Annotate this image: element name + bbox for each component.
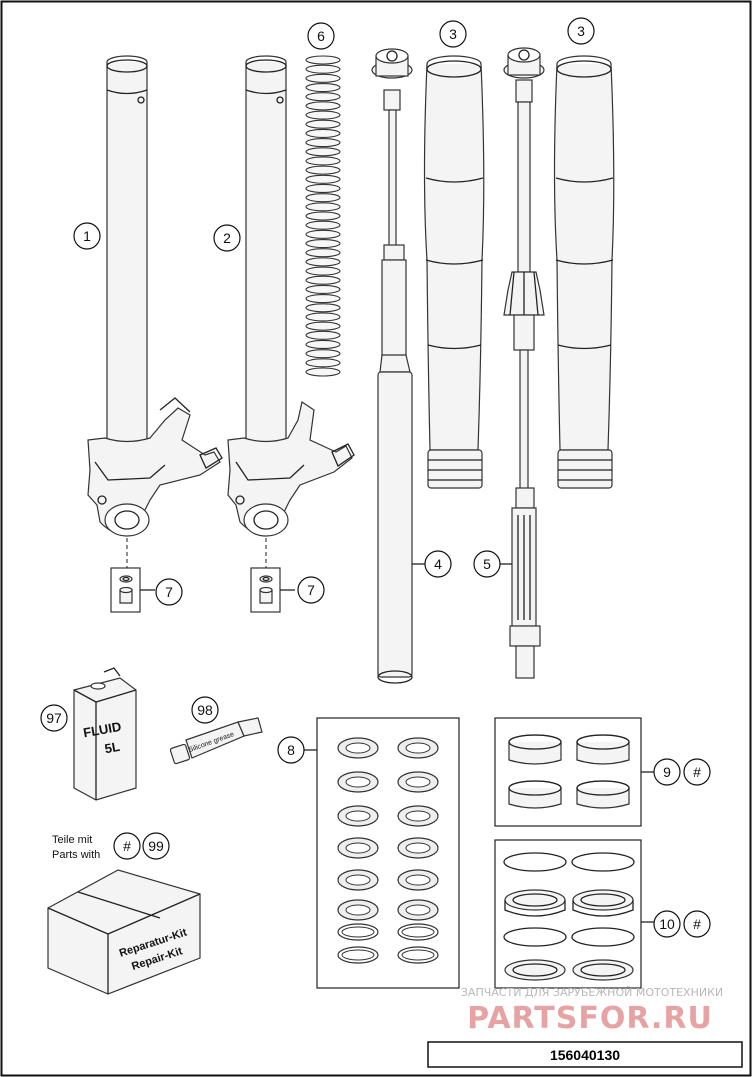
callout-7b-text: 7: [307, 582, 315, 598]
drawing-number: 156040130: [550, 1047, 620, 1063]
callout-4: 4: [424, 550, 452, 578]
callout-99-hash-text: #: [123, 838, 131, 854]
callout-10: 10: [653, 910, 681, 938]
fork-outer-tube-left-icon: [87, 55, 223, 537]
callout-98-text: 98: [197, 702, 213, 718]
callout-97: 97: [40, 704, 68, 732]
callout-6-text: 6: [317, 28, 325, 44]
seal-set-8-frame: [316, 717, 460, 989]
callout-99-text: 99: [148, 838, 164, 854]
callout-10-text: 10: [659, 916, 675, 932]
watermark-brand: PARTSFOR.RU: [467, 1001, 713, 1036]
fork-protector-left-icon: [423, 55, 485, 489]
callout-8: 8: [277, 736, 305, 764]
fork-inner-assembly-4-icon: [371, 48, 413, 684]
fluid-label-line1: FLUID: [82, 719, 122, 740]
fluid-label-line2: 5L: [103, 739, 121, 756]
callout-1: 1: [73, 222, 101, 250]
screw-7a-icon: [110, 567, 141, 613]
callout-9-hash-text: #: [693, 764, 701, 780]
callout-7a: 7: [155, 578, 183, 606]
callout-9-text: 9: [663, 764, 671, 780]
callout-6: 6: [307, 22, 335, 50]
cartridge-5-icon: [503, 47, 545, 679]
seals-10-icon: [503, 852, 635, 981]
fork-outer-tube-right-icon: [227, 55, 355, 537]
callout-3b-text: 3: [577, 23, 585, 39]
callout-7b: 7: [297, 576, 325, 604]
seal-rings-8-icon: [337, 737, 439, 964]
callout-5: 5: [473, 550, 501, 578]
legend-line1: Teile mit: [52, 834, 92, 846]
fork-spring-icon: [305, 55, 341, 377]
callout-2: 2: [213, 224, 241, 252]
callout-99-hash: #: [113, 832, 141, 860]
callout-9-hash: #: [683, 758, 711, 786]
callout-10-hash: #: [683, 910, 711, 938]
callout-8-text: 8: [287, 742, 295, 758]
callout-3a-text: 3: [449, 26, 457, 42]
callout-10-hash-text: #: [693, 916, 701, 932]
callout-99: 99: [142, 832, 170, 860]
callout-98: 98: [191, 696, 219, 724]
callout-3b: 3: [567, 17, 595, 45]
repair-kit-box-icon: Reparatur-Kit Repair-Kit: [47, 869, 201, 995]
callout-3a: 3: [439, 20, 467, 48]
watermark-top: ЗАПЧАСТИ ДЛЯ ЗАРУБЕЖНОЙ МОТОТЕХНИКИ: [461, 986, 723, 999]
callout-7a-text: 7: [165, 584, 173, 600]
drawing-number-box: [427, 1041, 743, 1068]
fluid-can-icon: FLUID 5L: [73, 667, 137, 801]
callout-1-text: 1: [83, 228, 91, 244]
bushings-9-icon: [508, 734, 630, 809]
legend-line2: Parts with: [52, 849, 100, 861]
bushing-set-9-frame: [494, 717, 642, 827]
screw-7b-icon: [250, 567, 281, 613]
grease-tube-icon: Silicone grease: [169, 717, 263, 765]
callout-4-text: 4: [434, 556, 442, 572]
callout-5-text: 5: [483, 556, 491, 572]
callout-2-text: 2: [223, 230, 231, 246]
fork-protector-right-icon: [553, 55, 615, 489]
callout-9: 9: [653, 758, 681, 786]
callout-97-text: 97: [46, 710, 62, 726]
